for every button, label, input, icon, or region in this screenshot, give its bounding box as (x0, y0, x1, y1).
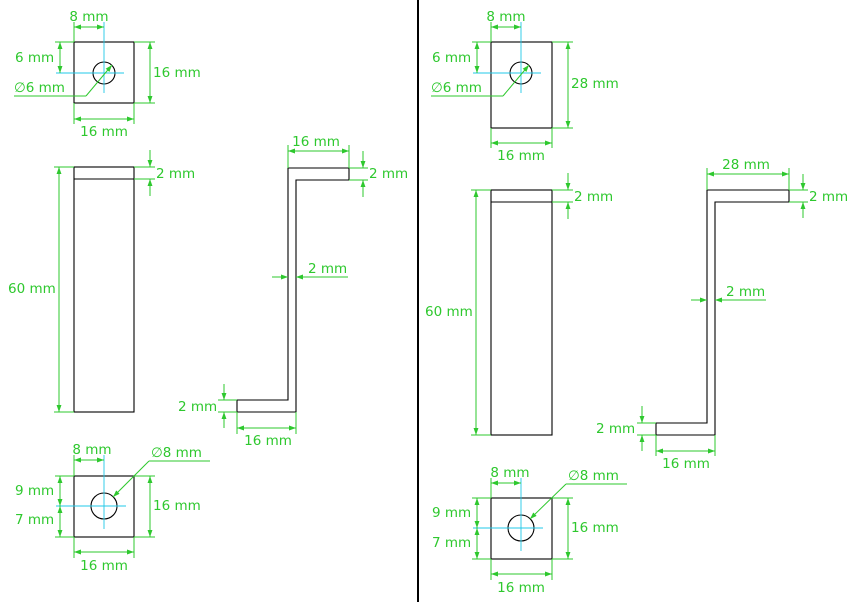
dim-label: 9 mm (15, 483, 54, 499)
dim-label: 16 mm (80, 124, 128, 140)
dim-label: 16 mm (662, 456, 710, 472)
dim-label: 7 mm (15, 512, 54, 528)
dim-hole-offset-x: 8 mm (486, 9, 526, 42)
dim-hole-diameter: ∅8 mm (112, 445, 210, 498)
left-side-view: 2 mm 60 mm (8, 150, 195, 413)
dim-hole-offset-y: 6 mm (432, 41, 491, 73)
dim-hole-offset-top: 9 mm (15, 475, 74, 506)
dim-plate-height: 16 mm (134, 475, 201, 538)
left-bottom-plate: 8 mm ∅8 mm 9 mm 7 mm 16 mm (15, 442, 210, 574)
dim-label: 2 mm (156, 166, 195, 182)
dim-label: 2 mm (596, 421, 635, 437)
left-top-plate: 8 mm 6 mm ∅6 mm 16 mm (14, 9, 201, 140)
dim-label: ∅6 mm (431, 80, 482, 96)
dim-bottom-flange: 16 mm (236, 412, 297, 449)
dim-label: 2 mm (369, 166, 408, 182)
dim-hole-offset-x: 8 mm (490, 465, 530, 498)
bar-outline (73, 166, 135, 413)
dim-hole-diameter: ∅6 mm (14, 64, 113, 97)
dim-top-flange: 16 mm (287, 134, 350, 168)
dim-label: 9 mm (432, 505, 471, 521)
dim-label: 28 mm (571, 76, 619, 92)
left-profile: 16 mm 2 mm 2 mm 2 mm (178, 134, 408, 449)
dim-bottom-thickness: 2 mm (178, 384, 237, 428)
plate-outline (490, 41, 553, 129)
dim-label: 16 mm (153, 65, 201, 81)
profile-outline (655, 189, 790, 436)
dim-label: 16 mm (244, 433, 292, 449)
dim-label: 60 mm (8, 281, 56, 297)
dim-label: 6 mm (15, 50, 54, 66)
dim-label: ∅8 mm (151, 445, 202, 461)
dim-label: 7 mm (432, 535, 471, 551)
dim-web-thickness: 2 mm (272, 261, 348, 280)
bar-outline (490, 189, 553, 436)
dim-bottom-thickness: 2 mm (596, 406, 656, 451)
plate-outline (490, 497, 553, 560)
dim-hole-offset-bottom: 7 mm (432, 528, 491, 560)
right-top-plate: 8 mm 6 mm ∅6 mm 28 mm (431, 9, 619, 164)
dim-label: 8 mm (69, 9, 108, 25)
dim-label: 28 mm (722, 157, 770, 173)
dim-web-thickness: 2 mm (691, 284, 766, 303)
dim-plate-width: 16 mm (490, 559, 553, 596)
dim-label: 6 mm (432, 50, 471, 66)
dim-plate-width: 16 mm (73, 103, 135, 140)
dim-top-thickness: 2 mm (789, 174, 848, 218)
dim-label: 8 mm (490, 465, 529, 481)
dim-thickness: 2 mm (134, 150, 195, 196)
dim-hole-offset-x: 8 mm (69, 9, 109, 42)
dim-label: 2 mm (574, 189, 613, 205)
dim-plate-width: 16 mm (490, 128, 553, 164)
dim-label: 16 mm (80, 558, 128, 574)
dim-plate-height: 28 mm (552, 41, 619, 129)
dim-label: 16 mm (571, 520, 619, 536)
dim-label: 60 mm (425, 304, 473, 320)
dim-top-flange: 28 mm (706, 157, 790, 190)
dim-label: 8 mm (72, 442, 111, 458)
dim-label: ∅8 mm (568, 468, 619, 484)
dim-label: 8 mm (486, 9, 525, 25)
right-side-view: 2 mm 60 mm (425, 173, 613, 436)
dim-plate-height: 16 mm (552, 497, 619, 560)
dim-hole-diameter: ∅6 mm (431, 64, 530, 97)
dim-plate-height: 16 mm (134, 41, 201, 104)
dim-plate-width: 16 mm (73, 537, 135, 574)
dim-label: 2 mm (809, 189, 848, 205)
dim-label: ∅6 mm (14, 80, 65, 96)
dim-length: 60 mm (8, 166, 74, 413)
left-variant: 8 mm 6 mm ∅6 mm 16 mm (8, 9, 408, 574)
dim-hole-offset-bottom: 7 mm (15, 506, 74, 538)
dim-top-thickness: 2 mm (349, 151, 408, 197)
dim-hole-offset-x: 8 mm (72, 442, 112, 476)
right-profile: 28 mm 2 mm 2 mm 2 mm (596, 157, 848, 472)
dim-label: 16 mm (153, 498, 201, 514)
dim-thickness: 2 mm (552, 173, 613, 219)
dim-label: 2 mm (726, 284, 765, 300)
dim-length: 60 mm (425, 189, 491, 436)
dim-label: 16 mm (497, 148, 545, 164)
dim-label: 16 mm (497, 580, 545, 596)
dim-label: 2 mm (308, 261, 347, 277)
dim-bottom-flange: 16 mm (655, 435, 716, 472)
right-bottom-plate: 8 mm ∅8 mm 9 mm 7 mm 16 mm (432, 465, 627, 596)
dim-hole-offset-y: 6 mm (15, 41, 74, 73)
dim-hole-offset-top: 9 mm (432, 497, 491, 528)
dim-label: 16 mm (292, 134, 340, 150)
dim-hole-diameter: ∅8 mm (529, 468, 627, 520)
profile-outline (236, 167, 350, 413)
right-variant: 8 mm 6 mm ∅6 mm 28 mm (425, 9, 848, 596)
dim-label: 2 mm (178, 399, 217, 415)
